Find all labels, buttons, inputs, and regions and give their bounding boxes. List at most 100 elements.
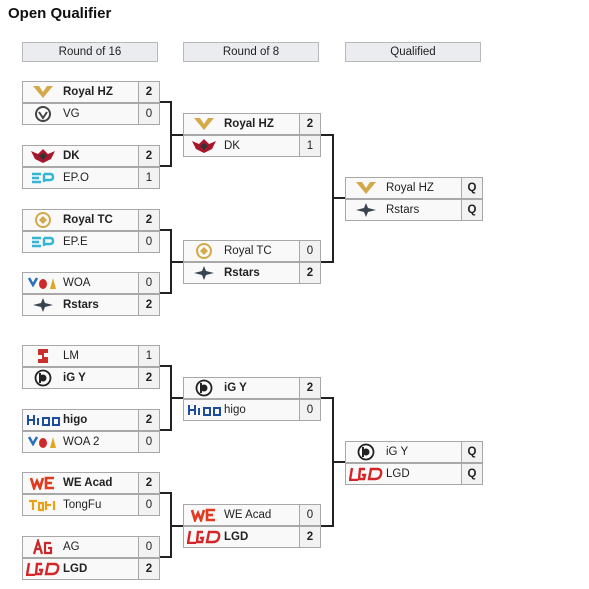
woa-icon (23, 273, 63, 293)
team-name[interactable]: LGD (224, 531, 249, 543)
team-slot-ep-o[interactable]: EP.O 1 (22, 167, 160, 189)
ag-icon (23, 537, 63, 557)
tongfu-icon (23, 495, 63, 515)
team-slot-rstars[interactable]: Rstars Q (345, 199, 483, 221)
team-score: 0 (299, 400, 320, 420)
team-name[interactable]: higo (224, 404, 246, 416)
team-score: 2 (138, 410, 159, 430)
team-slot-lgd[interactable]: LGD 2 (22, 558, 160, 580)
team-name[interactable]: higo (63, 414, 88, 426)
team-score: 2 (138, 82, 159, 102)
team-score: 0 (138, 232, 159, 252)
team-slot-royal-tc[interactable]: Royal TC 2 (22, 209, 160, 231)
team-slot-dk[interactable]: DK 2 (22, 145, 160, 167)
ep-icon (23, 168, 63, 188)
team-slot-higo[interactable]: higo 0 (183, 399, 321, 421)
team-slot-we-acad[interactable]: WE Acad 0 (183, 504, 321, 526)
ig-icon (184, 378, 224, 398)
ig-icon (23, 368, 63, 388)
royal-icon (23, 82, 63, 102)
team-name[interactable]: Rstars (386, 204, 420, 216)
team-slot-vg[interactable]: VG 0 (22, 103, 160, 125)
team-slot-higo[interactable]: higo 2 (22, 409, 160, 431)
team-name[interactable]: Royal HZ (224, 118, 274, 130)
team-name[interactable]: WE Acad (224, 509, 272, 521)
team-name[interactable]: AG (63, 541, 80, 553)
royal-tc-icon (184, 241, 224, 261)
team-score: 0 (138, 432, 159, 452)
team-name[interactable]: WOA 2 (63, 436, 100, 448)
team-slot-ig-y[interactable]: iG Y Q (345, 441, 483, 463)
vg-icon (23, 104, 63, 124)
team-slot-lgd[interactable]: LGD Q (345, 463, 483, 485)
team-name[interactable]: iG Y (224, 382, 247, 394)
team-score: 0 (138, 495, 159, 515)
team-slot-rstars[interactable]: Rstars 2 (22, 294, 160, 316)
lgd-icon (346, 464, 386, 484)
team-name[interactable]: Royal HZ (63, 86, 113, 98)
team-name[interactable]: Royal TC (63, 214, 113, 226)
team-name[interactable]: TongFu (63, 499, 102, 511)
dk-icon (23, 146, 63, 166)
team-slot-royal-hz[interactable]: Royal HZ 2 (22, 81, 160, 103)
team-slot-ig-y[interactable]: iG Y 2 (22, 367, 160, 389)
round-of-8-header: Round of 8 (183, 42, 319, 62)
team-score: 2 (299, 378, 320, 398)
team-score: Q (461, 464, 482, 484)
team-name[interactable]: LGD (386, 468, 410, 480)
team-name[interactable]: iG Y (386, 446, 409, 458)
team-slot-woa[interactable]: WOA 0 (22, 272, 160, 294)
team-name[interactable]: DK (224, 140, 240, 152)
qualified-header: Qualified (345, 42, 481, 62)
team-slot-rstars[interactable]: Rstars 2 (183, 262, 321, 284)
team-slot-ig-y[interactable]: iG Y 2 (183, 377, 321, 399)
dk-icon (184, 136, 224, 156)
team-score: 2 (138, 295, 159, 315)
team-name[interactable]: DK (63, 150, 80, 162)
team-slot-royal-hz[interactable]: Royal HZ 2 (183, 113, 321, 135)
team-name[interactable]: LM (63, 350, 79, 362)
team-name[interactable]: iG Y (63, 372, 86, 384)
team-name[interactable]: EP.E (63, 236, 88, 248)
rstars-icon (23, 295, 63, 315)
team-score: 1 (138, 168, 159, 188)
team-score: 2 (138, 559, 159, 579)
team-score: 2 (138, 146, 159, 166)
team-name[interactable]: Rstars (224, 267, 260, 279)
team-score: Q (461, 178, 482, 198)
team-name[interactable]: Royal HZ (386, 182, 434, 194)
team-slot-woa-2[interactable]: WOA 2 0 (22, 431, 160, 453)
team-score: 0 (138, 273, 159, 293)
team-name[interactable]: LGD (63, 563, 88, 575)
team-name[interactable]: Rstars (63, 299, 99, 311)
lgd-icon (184, 527, 224, 547)
team-score: Q (461, 442, 482, 462)
we-icon (23, 473, 63, 493)
higo-icon (184, 400, 224, 420)
team-name[interactable]: WOA (63, 277, 91, 289)
lgd-icon (23, 559, 63, 579)
team-slot-royal-hz[interactable]: Royal HZ Q (345, 177, 483, 199)
team-name[interactable]: EP.O (63, 172, 89, 184)
team-name[interactable]: Royal TC (224, 245, 272, 257)
team-score: 2 (138, 368, 159, 388)
team-score: 0 (299, 505, 320, 525)
team-score: 2 (138, 210, 159, 230)
team-score: 2 (299, 114, 320, 134)
team-score: 1 (138, 346, 159, 366)
team-name[interactable]: VG (63, 108, 80, 120)
team-score: 0 (138, 104, 159, 124)
team-score: 2 (299, 263, 320, 283)
team-slot-tongfu[interactable]: TongFu 0 (22, 494, 160, 516)
team-score: Q (461, 200, 482, 220)
woa-icon (23, 432, 63, 452)
team-slot-lm[interactable]: LM 1 (22, 345, 160, 367)
team-slot-ep-e[interactable]: EP.E 0 (22, 231, 160, 253)
page-title: Open Qualifier (8, 5, 112, 22)
team-name[interactable]: WE Acad (63, 477, 113, 489)
